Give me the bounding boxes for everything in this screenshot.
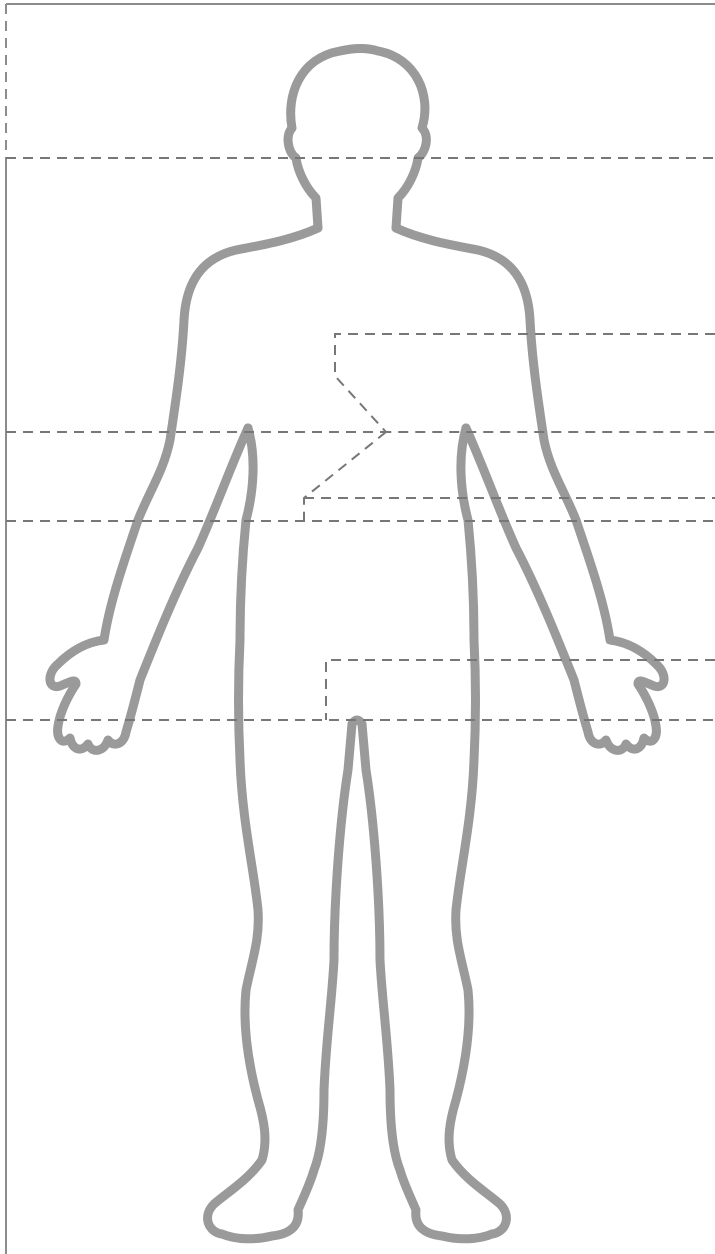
right-leg-outline — [362, 724, 506, 1239]
right-torso-side — [461, 428, 476, 760]
head-outline — [288, 49, 426, 229]
human-body-outline — [50, 49, 664, 1239]
left-arm-outline — [50, 228, 318, 750]
right-arm-outline — [396, 228, 664, 750]
left-leg-outline — [208, 724, 352, 1239]
left-torso-side — [239, 428, 254, 760]
guide-chest-bracket — [335, 334, 715, 432]
guide-abdomen-bracket — [304, 432, 386, 520]
